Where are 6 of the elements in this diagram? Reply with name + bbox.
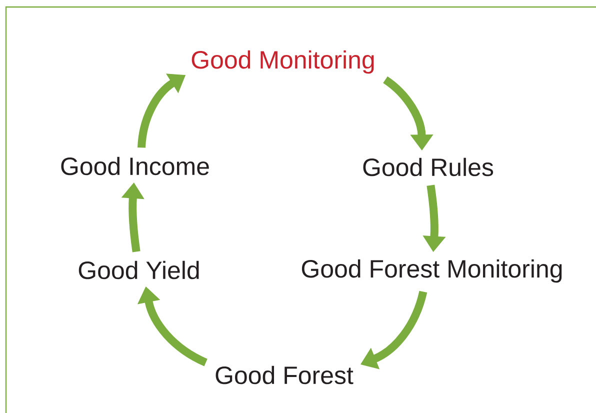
cycle-label: Good Income xyxy=(61,156,209,176)
cycle-label: Good Forest Monitoring xyxy=(302,259,562,283)
cycle-label: Good Yield xyxy=(78,260,199,280)
cycle-label: Good Monitoring xyxy=(192,50,374,74)
cycle-label: Good Rules xyxy=(363,158,494,176)
cycle-label: Good Forest xyxy=(216,366,354,384)
